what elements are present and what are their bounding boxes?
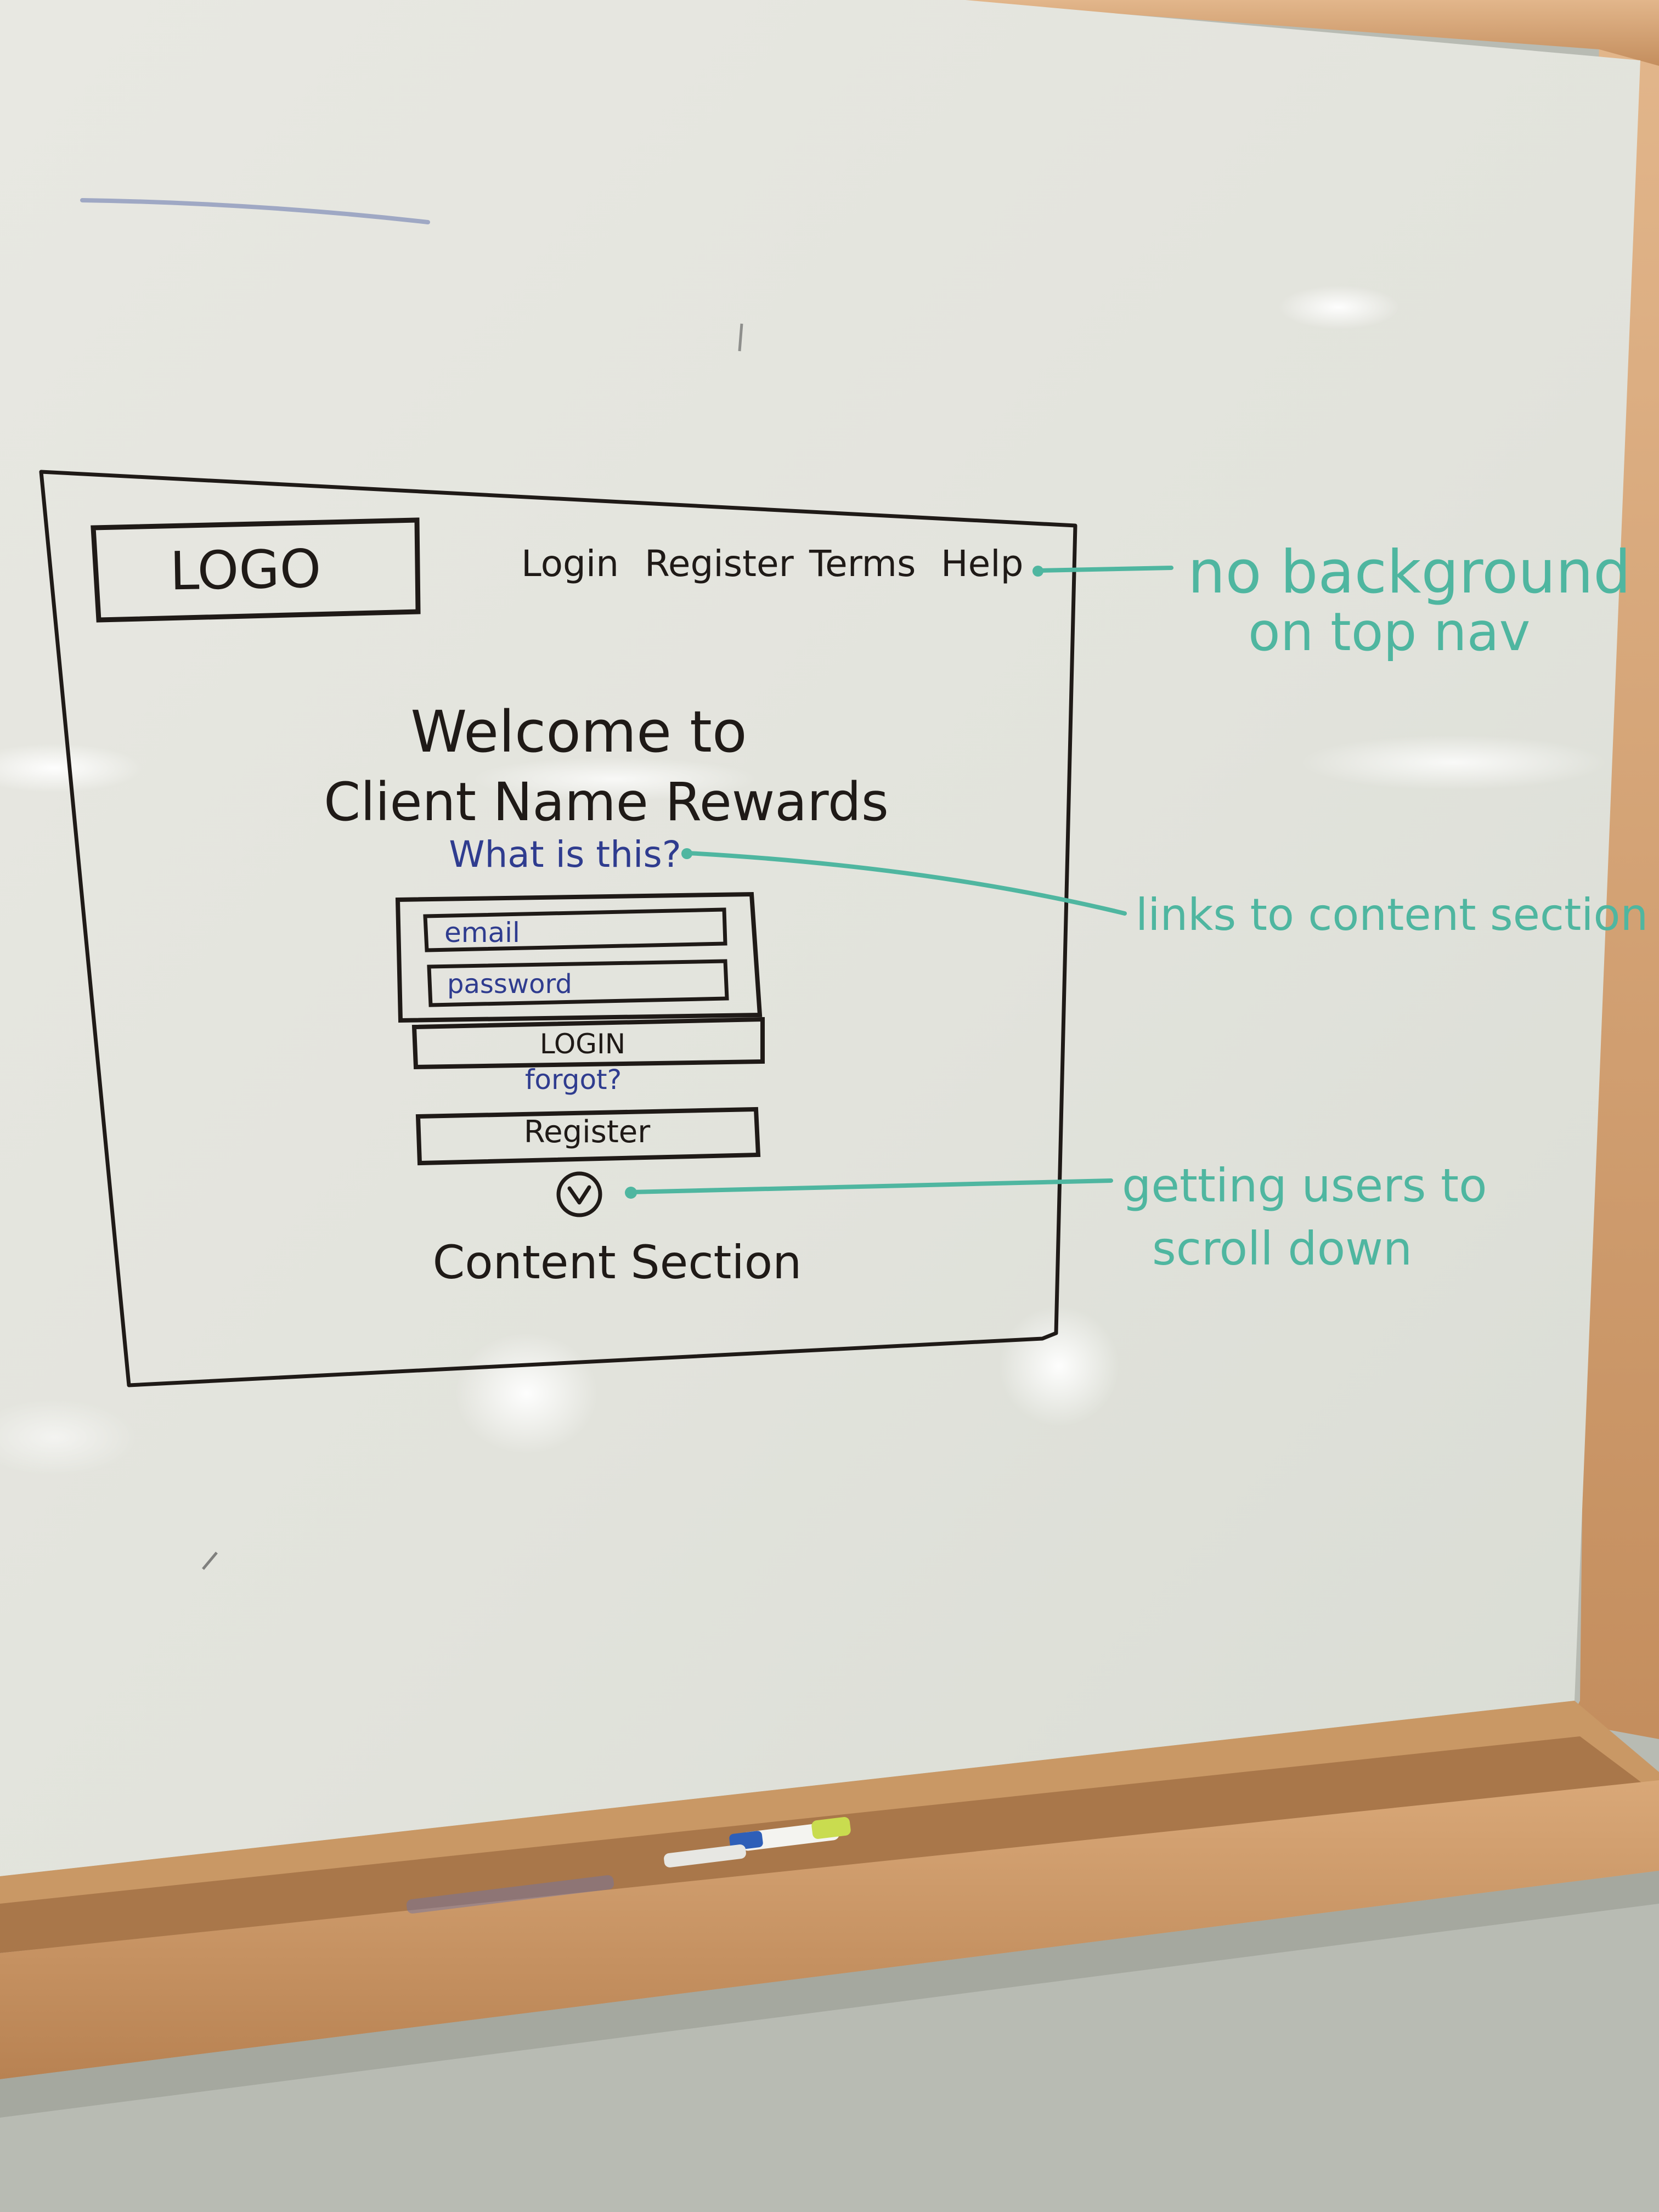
- marker-tray-inner: [0, 1736, 1646, 1953]
- markers: [406, 1817, 851, 1914]
- what-is-this-link[interactable]: What is this?: [449, 833, 681, 876]
- stray-mark: [738, 323, 743, 352]
- stray-mark-2: [202, 1551, 218, 1570]
- nav-register[interactable]: Register: [645, 543, 794, 585]
- email-placeholder: email: [444, 917, 520, 949]
- logo-box: [91, 517, 421, 623]
- register-button[interactable]: [415, 1107, 761, 1166]
- welcome-line1: Welcome to: [410, 698, 747, 765]
- login-form-box: [395, 891, 763, 1023]
- content-section-label: Content Section: [433, 1235, 802, 1289]
- login-button[interactable]: [411, 1017, 765, 1070]
- glare-2: [472, 757, 757, 801]
- board-frame-right: [1569, 33, 1659, 1739]
- annotation-scroll-arrow: [625, 1178, 1113, 1199]
- glare-5: [455, 1333, 598, 1454]
- logo-text: LOGO: [170, 538, 321, 602]
- glare-7: [0, 1399, 137, 1476]
- annotation-links-note: links to content section: [1136, 889, 1648, 940]
- annotation-top-nav-line2: on top nav: [1248, 601, 1530, 663]
- top-nav: Login Register Terms Help: [521, 543, 1023, 585]
- nav-terms[interactable]: Terms: [809, 543, 916, 585]
- login-button-label: LOGIN: [540, 1028, 625, 1060]
- marker-tray-shadow: [0, 1871, 1659, 2118]
- annotation-top-nav-line1: no background: [1188, 538, 1631, 607]
- nav-help[interactable]: Help: [941, 543, 1023, 585]
- stray-blue-line: [80, 198, 430, 224]
- nav-login[interactable]: Login: [521, 543, 619, 585]
- register-button-label: Register: [524, 1114, 651, 1150]
- annotation-links-arrow: [681, 848, 1127, 916]
- welcome-line2: Client Name Rewards: [324, 771, 889, 833]
- glare-3: [1300, 735, 1607, 790]
- whiteboard-surface: [0, 0, 1640, 1876]
- glare-4: [1278, 285, 1399, 329]
- wireframe-page-outline: [39, 470, 1077, 1387]
- chevron-down-circle-icon[interactable]: [556, 1171, 602, 1217]
- board-frame-top: [933, 0, 1659, 66]
- forgot-link[interactable]: forgot?: [525, 1064, 622, 1096]
- marker-tray-front: [0, 1780, 1659, 2079]
- annotation-scroll-line1: getting users to: [1122, 1159, 1487, 1212]
- glare-6: [998, 1306, 1119, 1426]
- password-placeholder: password: [447, 969, 572, 1000]
- annotation-top-nav-arrow: [1032, 566, 1173, 577]
- annotation-scroll-line2: scroll down: [1152, 1222, 1412, 1276]
- email-field[interactable]: [423, 907, 727, 952]
- password-field[interactable]: [427, 959, 729, 1007]
